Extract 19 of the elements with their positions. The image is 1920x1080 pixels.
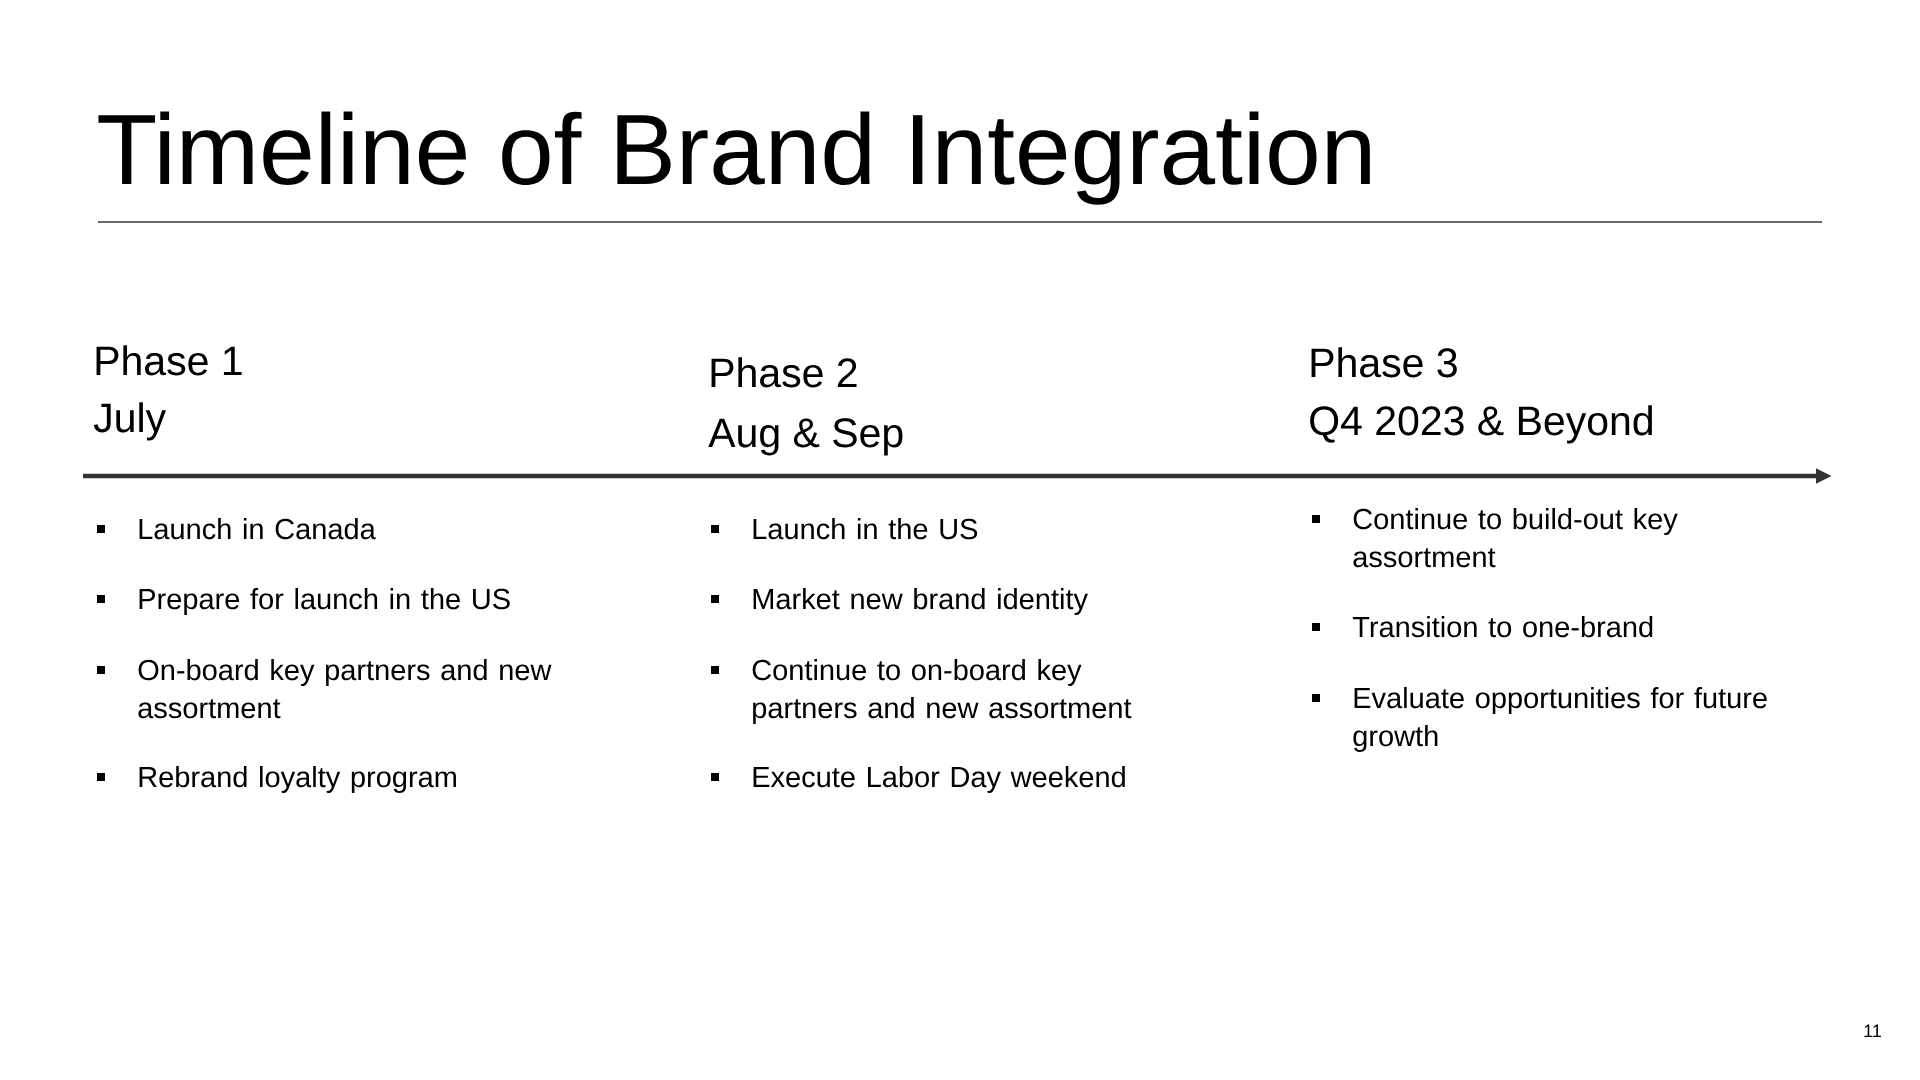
bullet-item: Continue to on-board key partners and new assortment [711, 659, 1132, 724]
bullet-item: Execute Labor Day weekend [711, 766, 1125, 793]
bullet-item: Launch in the US [711, 518, 978, 540]
bullet-item: Transition to one-brand [1312, 616, 1653, 638]
bullet-item: Evaluate opportunities for future growth [1312, 687, 1767, 752]
bullet-item: Market new brand identity [711, 588, 1088, 615]
phase-heading: Phase 1 [96, 345, 242, 376]
phase-heading: Phase 2 [711, 357, 857, 388]
bullet-item: Rebrand loyalty program [97, 766, 456, 793]
phase-date: July [93, 402, 166, 441]
bullet-item: Continue to build-out key assortment [1312, 508, 1678, 568]
phase-date: Aug & Sep [708, 418, 903, 456]
phase-heading: Phase 3 [1311, 347, 1457, 378]
page-number: 11 [1864, 1024, 1881, 1037]
title: Timeline of Brand Integration [98, 111, 1370, 205]
bullet-item: Launch in Canada [97, 518, 376, 540]
bullet-item: On-board key partners and new assortment [97, 659, 552, 719]
bullet-item: Prepare for launch in the US [97, 588, 510, 615]
phase-date: Q4 2023 & Beyond [1310, 405, 1652, 444]
